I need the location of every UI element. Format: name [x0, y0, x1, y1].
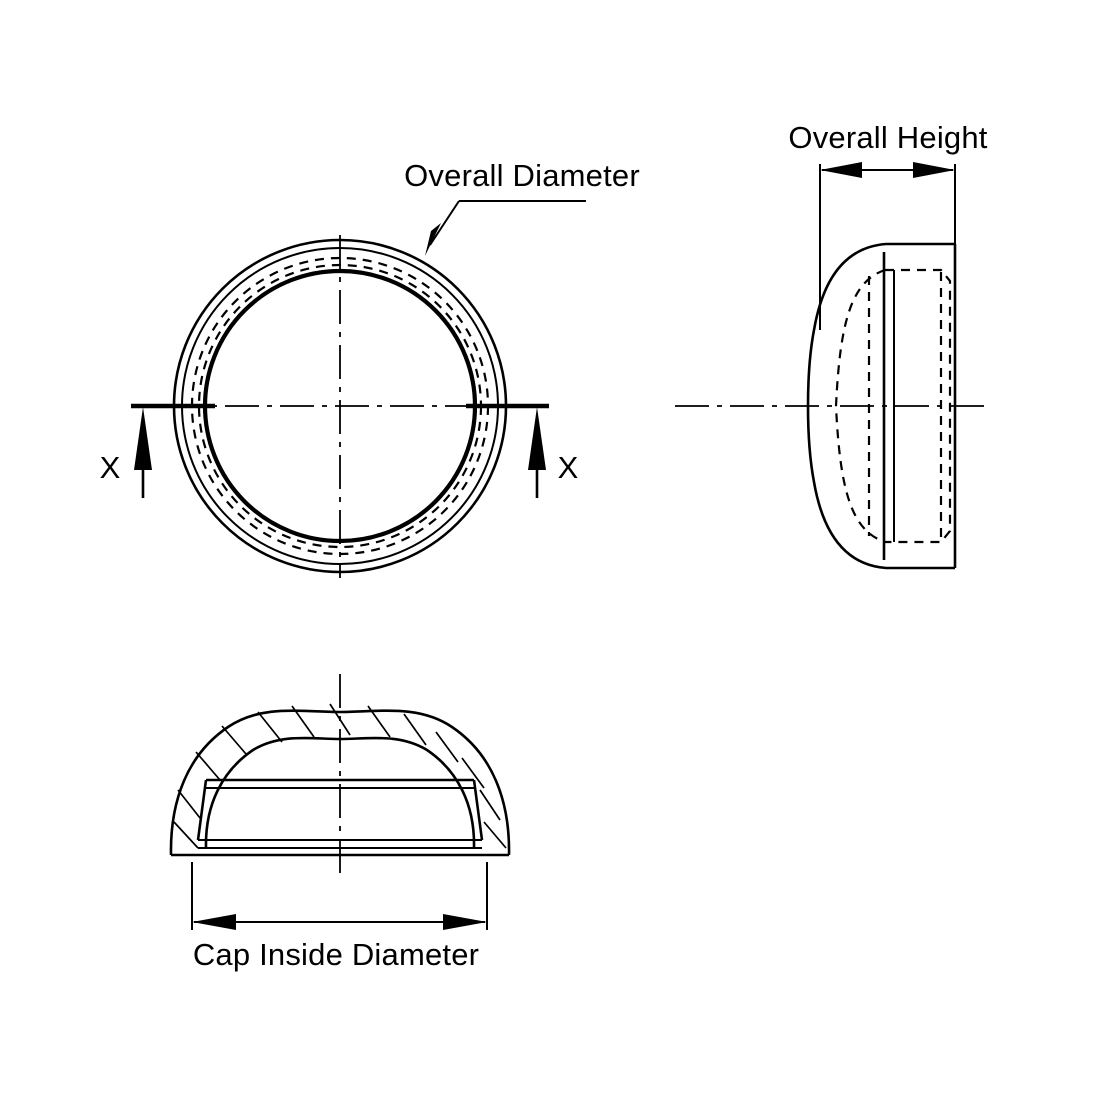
section-outer-dome: [169, 709, 511, 856]
section-skirt-wall-left: [196, 779, 208, 841]
leader-arrow-head: [425, 223, 441, 256]
section-letter-left: X: [100, 450, 121, 485]
dome-outer-profile: [806, 242, 955, 570]
section-skirt-wall-right: [472, 779, 484, 841]
section-view-x-x: [169, 674, 511, 875]
cid-arrow-head-right: [443, 914, 487, 930]
section-letter-right: X: [558, 450, 579, 485]
hidden-inner-curve: [834, 268, 886, 544]
cap-inside-diameter-label: Cap Inside Diameter: [193, 937, 479, 972]
cid-arrow-head-left: [192, 914, 236, 930]
section-marker-right: X: [466, 403, 579, 498]
section-hatching: [173, 703, 507, 849]
overall-diameter-leader: Overall Diameter: [404, 158, 640, 256]
cap-inside-diameter-dimension: Cap Inside Diameter: [191, 862, 488, 972]
height-arrow-head-right: [913, 162, 955, 178]
section-arrow-head-left: [134, 407, 152, 470]
height-arrow-head-left: [820, 162, 862, 178]
overall-height-dimension: Overall Height: [788, 120, 988, 330]
section-marker-left: X: [100, 403, 215, 498]
section-arrow-head-right: [528, 407, 546, 470]
hidden-cavity-outline: [885, 268, 952, 544]
side-view-profile: [675, 242, 990, 570]
overall-diameter-label: Overall Diameter: [404, 158, 640, 193]
overall-height-label: Overall Height: [788, 120, 987, 155]
top-view-circular: [170, 235, 512, 578]
section-inner-dome: [204, 736, 476, 849]
leader-diagonal-segment: [429, 200, 460, 246]
